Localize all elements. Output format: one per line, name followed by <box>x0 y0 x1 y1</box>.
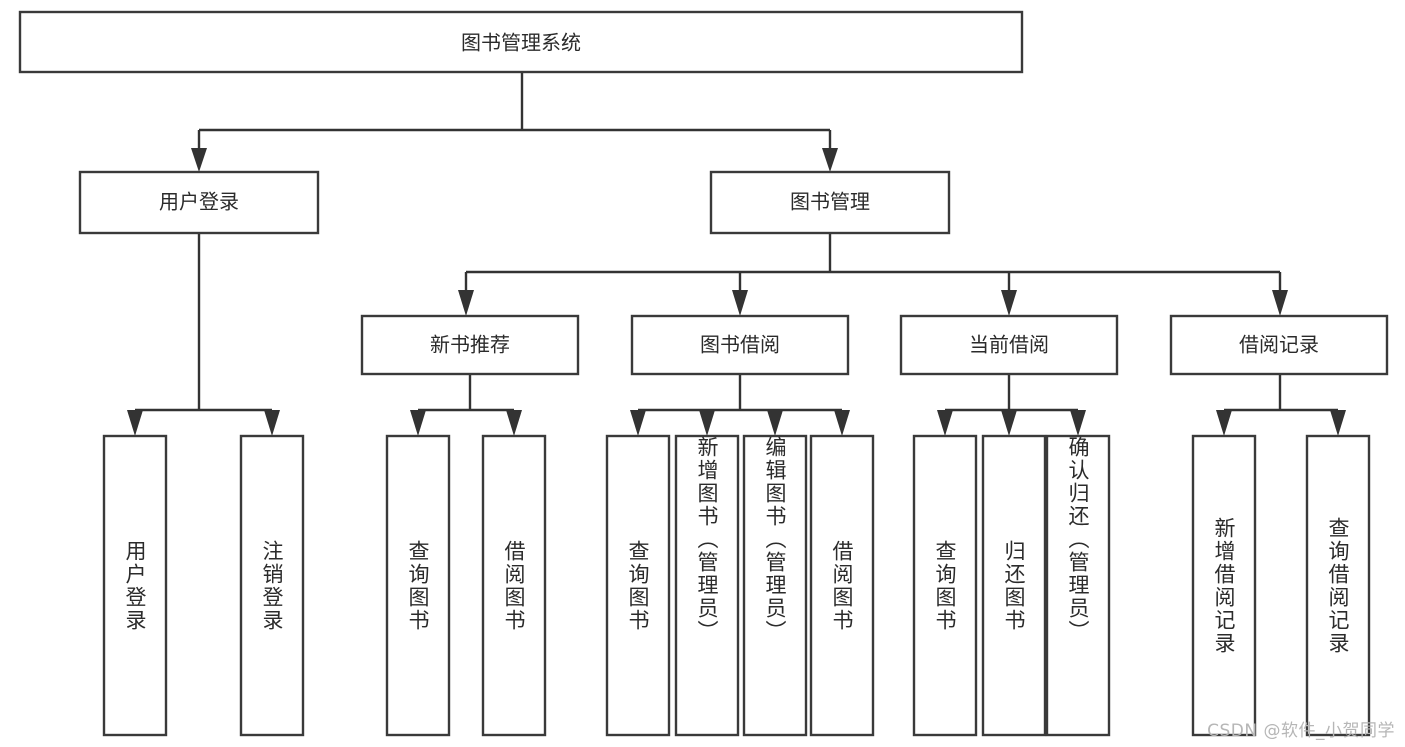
arrow-head-book-management <box>822 148 838 172</box>
node-user-login[interactable]: 用户登录 <box>78 170 320 235</box>
arrow-head-current-borrow <box>1001 290 1017 316</box>
arrow-head-leaf-query-record <box>1330 410 1346 436</box>
arrow-head-leaf-query-book-1 <box>410 410 426 436</box>
node-book-management-label: 图书管理 <box>790 190 870 214</box>
leaf-box-group <box>102 434 1371 737</box>
node-root-box[interactable] <box>18 10 1024 74</box>
node-book-borrow-label: 图书借阅 <box>700 333 780 357</box>
arrow-head-leaf-user-login <box>127 410 143 436</box>
node-borrow-record-label: 借阅记录 <box>1239 333 1319 357</box>
node-current-borrow-box[interactable] <box>899 314 1119 376</box>
connector-group-borrow-record <box>1216 374 1346 436</box>
arrow-head-leaf-confirm-return <box>1070 410 1086 436</box>
node-leaf-borrow-book-1-box[interactable] <box>481 434 547 737</box>
arrow-head-leaf-borrow-book-2 <box>834 410 850 436</box>
arrow-head-book-borrow <box>732 290 748 316</box>
node-leaf-return-book-box[interactable] <box>981 434 1047 737</box>
node-book-borrow-box[interactable] <box>630 314 850 376</box>
node-book-borrow[interactable]: 图书借阅 <box>630 314 850 376</box>
node-new-book-recommend-box[interactable] <box>360 314 580 376</box>
node-root[interactable]: 图书管理系统 <box>18 10 1024 74</box>
node-leaf-query-book-3-box[interactable] <box>912 434 978 737</box>
node-leaf-user-login-box[interactable] <box>102 434 168 737</box>
arrow-head-leaf-add-book <box>699 410 715 436</box>
node-user-login-box[interactable] <box>78 170 320 235</box>
arrow-head-leaf-borrow-book-1 <box>506 410 522 436</box>
csdn-watermark: CSDN @软件_小贺同学 <box>1207 721 1395 741</box>
arrow-head-leaf-query-book-2 <box>630 410 646 436</box>
arrow-head-leaf-query-book-3 <box>937 410 953 436</box>
node-root-label: 图书管理系统 <box>461 31 581 55</box>
arrow-head-borrow-record <box>1272 290 1288 316</box>
arrow-head-leaf-add-record <box>1216 410 1232 436</box>
node-new-book-recommend-label: 新书推荐 <box>430 333 510 357</box>
node-leaf-query-book-2-box[interactable] <box>605 434 671 737</box>
node-book-management-box[interactable] <box>709 170 951 235</box>
arrow-head-leaf-return-book <box>1001 410 1017 436</box>
node-borrow-record[interactable]: 借阅记录 <box>1169 314 1389 376</box>
node-leaf-confirm-return-box[interactable] <box>1045 434 1111 737</box>
arrow-head-user-login <box>191 148 207 172</box>
node-leaf-user-logout-box[interactable] <box>239 434 305 737</box>
node-current-borrow-label: 当前借阅 <box>969 333 1049 357</box>
node-leaf-query-record-box[interactable] <box>1305 434 1371 737</box>
node-current-borrow[interactable]: 当前借阅 <box>899 314 1119 376</box>
connector-group-book-management <box>458 233 1288 316</box>
connector-group-new-book-recommend <box>410 374 522 436</box>
node-book-management[interactable]: 图书管理 <box>709 170 951 235</box>
connector-group-root <box>191 72 838 172</box>
node-user-login-label: 用户登录 <box>159 190 239 214</box>
node-leaf-edit-book-box[interactable] <box>742 434 808 737</box>
node-leaf-add-book-box[interactable] <box>674 434 740 737</box>
arrow-head-leaf-user-logout <box>264 410 280 436</box>
connector-group-book-borrow <box>630 374 850 436</box>
arrow-head-leaf-edit-book <box>767 410 783 436</box>
node-new-book-recommend[interactable]: 新书推荐 <box>360 314 580 376</box>
node-leaf-add-record-box[interactable] <box>1191 434 1257 737</box>
node-borrow-record-box[interactable] <box>1169 314 1389 376</box>
arrow-head-new-book-recommend <box>458 290 474 316</box>
node-leaf-query-book-1-box[interactable] <box>385 434 451 737</box>
node-leaf-borrow-book-2-box[interactable] <box>809 434 875 737</box>
connector-group-user-login <box>127 232 280 436</box>
connector-group-current-borrow <box>937 374 1086 436</box>
